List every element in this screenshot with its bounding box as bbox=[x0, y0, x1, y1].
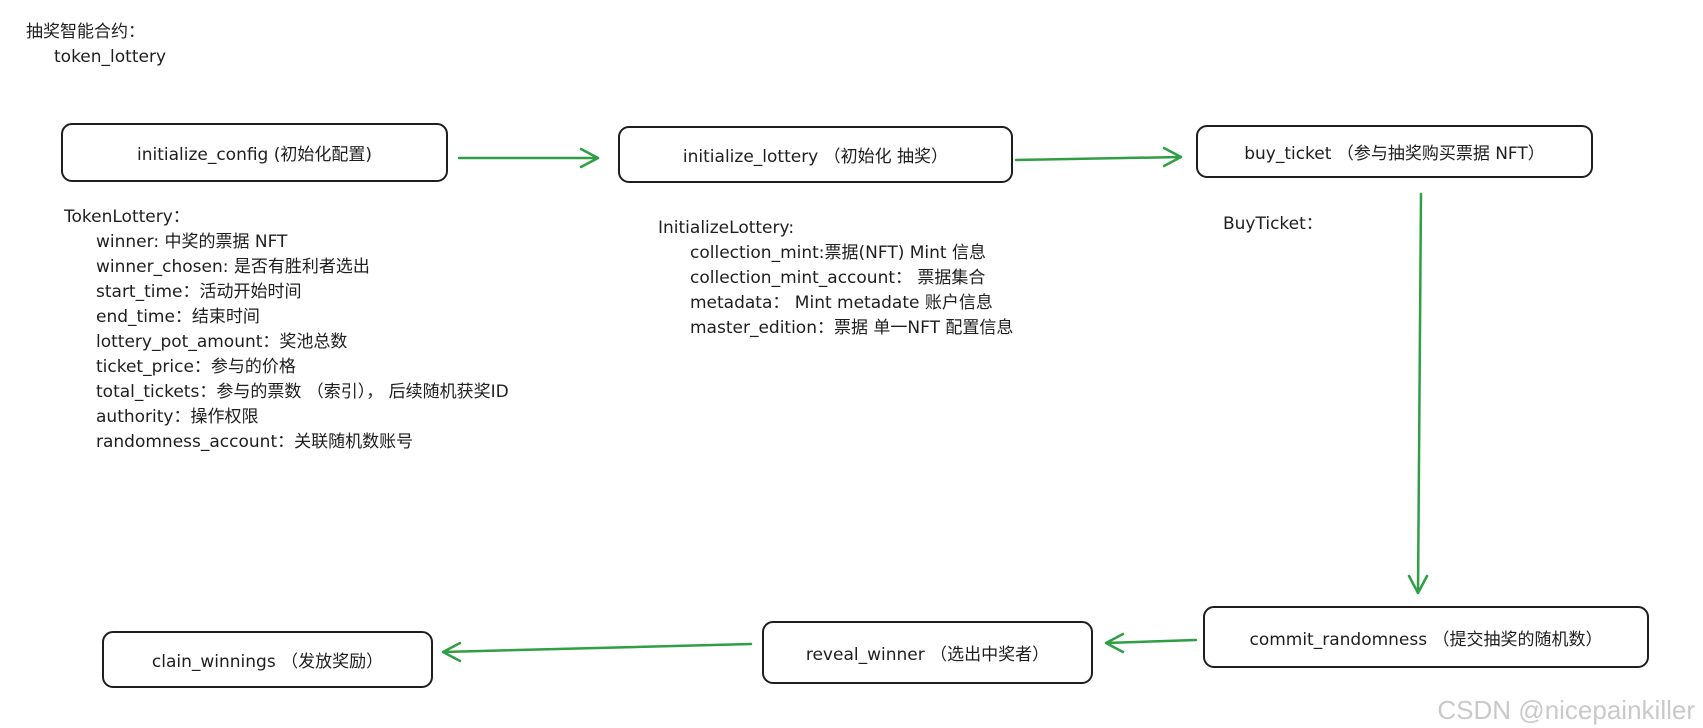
initialize-lottery-note: InitializeLottery: collection_mint:票据(NF… bbox=[658, 216, 1013, 341]
note-field: start_time：活动开始时间 bbox=[96, 282, 302, 302]
node-reveal-winner-label: reveal_winner （选出中奖者） bbox=[805, 645, 1050, 665]
token-lottery-note-title: TokenLottery： bbox=[64, 207, 190, 227]
note-field: master_edition：票据 单一NFT 配置信息 bbox=[690, 318, 1014, 338]
note-field: ticket_price：参与的价格 bbox=[96, 357, 296, 377]
arrow-reveal-to-clain bbox=[441, 641, 753, 663]
heading-title: 抽奖智能合约： bbox=[26, 22, 145, 42]
node-initialize-config: initialize_config (初始化配置) bbox=[61, 123, 448, 182]
buy-ticket-note-title: BuyTicket： bbox=[1223, 214, 1323, 234]
note-field: collection_mint_account： 票据集合 bbox=[690, 268, 986, 288]
node-reveal-winner: reveal_winner （选出中奖者） bbox=[762, 621, 1093, 684]
node-buy-ticket: buy_ticket （参与抽奖购买票据 NFT） bbox=[1196, 125, 1593, 178]
note-field: lottery_pot_amount：奖池总数 bbox=[96, 332, 348, 352]
node-initialize-config-label: initialize_config (初始化配置) bbox=[136, 145, 373, 165]
note-field: collection_mint:票据(NFT) Mint 信息 bbox=[690, 243, 986, 263]
note-field: metadata： Mint metadate 账户信息 bbox=[690, 293, 993, 313]
buy-ticket-note: BuyTicket： bbox=[1223, 212, 1323, 237]
arrow-buy-ticket-to-commit bbox=[1407, 192, 1429, 595]
note-field: winner: 中奖的票据 NFT bbox=[96, 232, 288, 252]
note-field: randomness_account：关联随机数账号 bbox=[96, 432, 414, 452]
node-initialize-lottery: initialize_lottery （初始化 抽奖） bbox=[618, 126, 1013, 183]
node-buy-ticket-label: buy_ticket （参与抽奖购买票据 NFT） bbox=[1244, 144, 1545, 164]
node-initialize-lottery-label: initialize_lottery （初始化 抽奖） bbox=[682, 147, 949, 167]
note-field: end_time：结束时间 bbox=[96, 307, 260, 327]
heading-subtitle: token_lottery bbox=[54, 47, 167, 67]
arrow-config-to-lottery bbox=[457, 147, 600, 169]
node-clain-winnings-label: clain_winnings （发放奖励） bbox=[151, 652, 384, 672]
csdn-watermark: CSDN @nicepainkiller bbox=[1437, 695, 1695, 725]
note-field: winner_chosen: 是否有胜利者选出 bbox=[96, 257, 370, 277]
node-commit-randomness: commit_randomness （提交抽奖的随机数） bbox=[1203, 606, 1649, 668]
note-field: total_tickets：参与的票数 （索引）， 后续随机获奖ID bbox=[96, 382, 509, 402]
node-clain-winnings: clain_winnings （发放奖励） bbox=[102, 631, 433, 688]
diagram-heading: 抽奖智能合约： token_lottery bbox=[26, 20, 166, 70]
note-field: authority：操作权限 bbox=[96, 407, 259, 427]
arrow-commit-to-reveal bbox=[1104, 632, 1198, 654]
arrow-lottery-to-buy-ticket bbox=[1014, 146, 1183, 168]
token-lottery-note: TokenLottery： winner: 中奖的票据 NFT winner_c… bbox=[64, 205, 509, 455]
node-commit-randomness-label: commit_randomness （提交抽奖的随机数） bbox=[1249, 629, 1603, 650]
initialize-lottery-note-title: InitializeLottery: bbox=[658, 218, 795, 238]
